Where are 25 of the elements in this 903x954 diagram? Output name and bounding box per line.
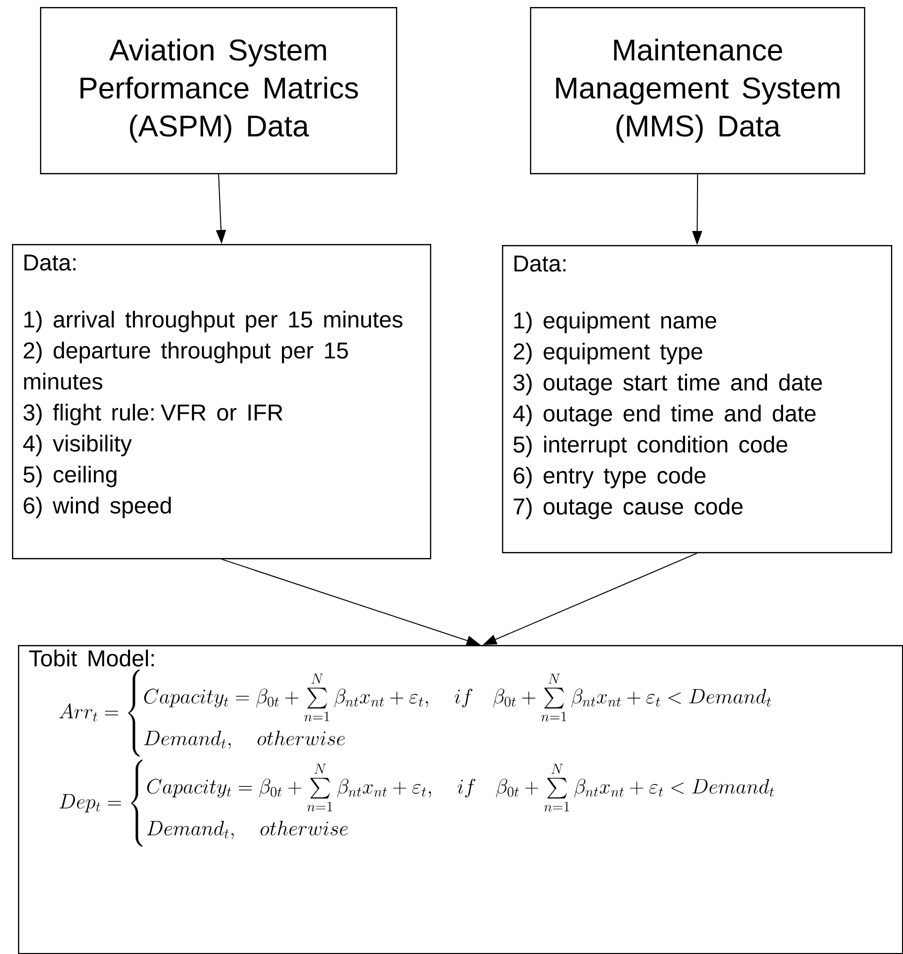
box-title: Maintenance Management System (MMS) Data	[556, 38, 840, 143]
box-heading: Tobit Model:	[29, 650, 154, 666]
list-item: 5) interrupt condition code	[514, 436, 788, 458]
equation: $Arr_t = \begin{cases} Capacity_t = \beta_{0t} + \sum\limits_{n=1}^{N} \beta_{nt} x_{nt} + \varepsilon_t, \quad if\ \ \beta_{0t} + \sum\limits_{n=1}^{N} \beta_{nt} x_{nt} + \varepsilon_t < Demand_t \\ Demand_t, \quad otherwise \end{cases}$	[59, 670, 771, 757]
data-list-box	[12, 244, 432, 560]
list-item: 6) entry type code	[514, 466, 706, 488]
list-item: 7) outage cause code	[514, 498, 743, 520]
list-heading: Data:	[24, 254, 76, 271]
list-item: 1) equipment name	[514, 312, 716, 334]
equation: $Dep_t = \begin{cases} Capacity_t = \beta_{0t} + \sum\limits_{n=1}^{N} \beta_{nt} x_{nt} + \varepsilon_t, \quad if\ \ \beta_{0t} + \sum\limits_{n=1}^{N} \beta_{nt} x_{nt} + \varepsilon_t < Demand_t \\ Demand_t, \quad otherwise \end{cases}$	[60, 760, 774, 847]
data-source-box	[530, 7, 866, 174]
data-source-box	[40, 7, 398, 174]
list-item: 4) outage end time and date	[513, 404, 816, 426]
list-item: 6) wind speed	[24, 496, 171, 518]
data-list-box	[502, 245, 892, 554]
list-item: 3) outage start time and date	[513, 374, 822, 396]
list-item: 1) arrival throughput per 15 minutes	[24, 310, 402, 332]
list-item: 4) visibility	[23, 434, 132, 456]
box-title: Aviation System Performance Matrics (ASPM) Data	[80, 38, 358, 143]
list-heading: Data:	[514, 256, 566, 272]
list-item: 2) equipment type	[514, 342, 702, 364]
model-box	[18, 645, 903, 954]
list-item: 5) ceiling	[24, 466, 116, 488]
list-item: 2) departure throughput per 15 minutes	[24, 342, 348, 390]
list-item: 3) flight rule: VFR or IFR	[23, 404, 282, 426]
